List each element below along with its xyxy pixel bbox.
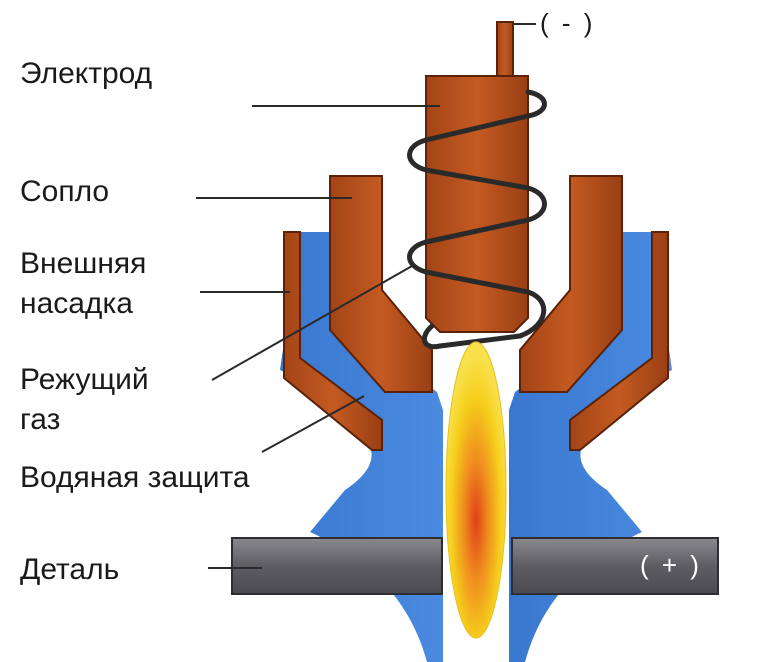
outer-cap xyxy=(283,231,669,451)
electrode-rod xyxy=(425,21,529,333)
label-outer-cap-line1: Внешняя xyxy=(20,247,147,280)
label-cutting-gas-line1: Режущий xyxy=(20,363,149,396)
label-cutting-gas-line2: газ xyxy=(20,403,61,436)
workpiece xyxy=(231,537,719,595)
negative-polarity: ( - ) xyxy=(540,8,596,38)
swirl-coil xyxy=(407,89,547,350)
water-shield-leader xyxy=(261,395,365,453)
plasma-arc xyxy=(445,341,507,639)
label-electrode: Электрод xyxy=(20,57,153,90)
label-outer-cap-line2: насадка xyxy=(20,287,133,320)
label-cutting-gas: Режущий газ xyxy=(20,360,149,440)
label-workpiece: Деталь xyxy=(20,553,120,586)
cutting-gas-leader xyxy=(211,265,413,381)
leader-lines xyxy=(196,23,536,569)
label-nozzle: Сопло xyxy=(20,175,110,208)
label-outer-cap: Внешняя насадка xyxy=(20,244,146,324)
label-water-shield: Водяная защита xyxy=(20,461,250,494)
positive-polarity: ( + ) xyxy=(640,550,702,580)
